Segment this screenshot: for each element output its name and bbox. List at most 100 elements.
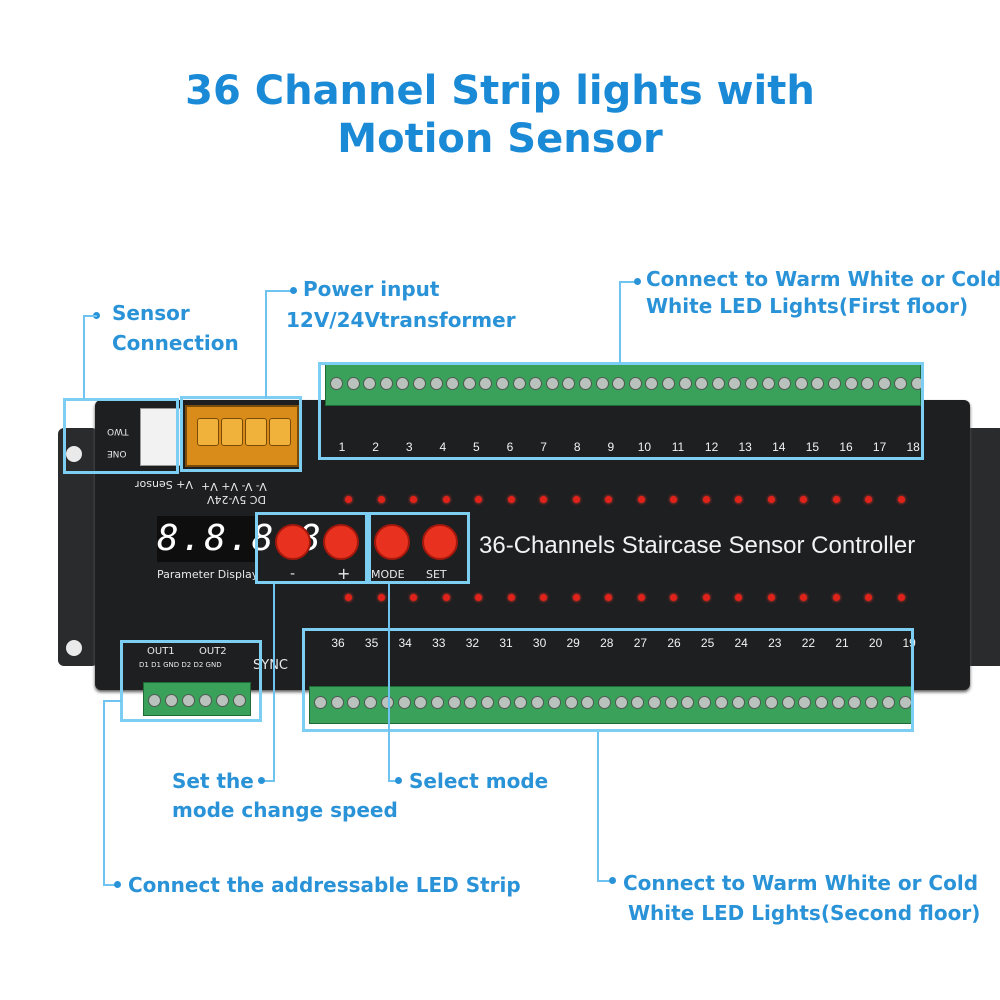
terminal-screw (745, 377, 758, 390)
terminal-screw (612, 377, 626, 390)
terminal-screw (165, 694, 178, 707)
addressable-leader-top (103, 700, 121, 702)
first-floor-channel-7: 7 (540, 440, 547, 454)
power-screw-3 (245, 418, 267, 446)
terminal-screw (731, 696, 745, 709)
display-label: Parameter Display (157, 568, 259, 581)
out2-label: OUT2 (199, 646, 227, 657)
first-floor-channel-11: 11 (671, 440, 685, 454)
terminal-screw (778, 377, 792, 390)
terminal-screw (564, 696, 578, 709)
indicator-led (670, 594, 677, 601)
indicator-led (735, 594, 742, 601)
terminal-screw (877, 377, 891, 390)
indicator-led (345, 496, 352, 503)
terminal-screw (182, 694, 195, 707)
indicator-led (800, 496, 807, 503)
indicator-led (767, 594, 775, 601)
indicator-led (702, 594, 710, 601)
terminal-screw (645, 377, 659, 390)
terminal-screw (698, 696, 712, 709)
speed-leader-dot (258, 777, 265, 784)
second-floor-channel-21: 21 (835, 636, 849, 650)
second-floor-channel-23: 23 (768, 636, 782, 650)
second-floor-channel-22: 22 (801, 636, 816, 650)
terminal-screw (496, 377, 509, 390)
terminal-screw (233, 694, 246, 707)
power-screw-2 (221, 418, 243, 446)
indicator-led (442, 496, 450, 503)
indicator-led (800, 594, 807, 601)
indicator-led (605, 594, 612, 601)
second-floor-channel-34: 34 (398, 636, 412, 650)
first-floor-channel-9: 9 (607, 440, 615, 454)
mode-leader-horizontal (388, 780, 398, 782)
minus-button[interactable] (275, 524, 311, 560)
terminal-screw (664, 696, 678, 709)
first-floor-highlight-box (318, 362, 924, 460)
terminal-screw (464, 696, 478, 709)
terminal-screw (881, 696, 895, 709)
indicator-led (897, 594, 905, 601)
terminal-screw (894, 377, 908, 390)
speed-annotation-line-2: mode change speed (172, 798, 398, 822)
second-floor-channel-20: 20 (868, 636, 883, 650)
second-floor-channel-26: 26 (667, 636, 681, 650)
terminal-screw (529, 377, 543, 390)
first-floor-channel-1: 1 (338, 440, 346, 454)
set-button[interactable] (422, 524, 458, 560)
indicator-led (540, 594, 547, 601)
terminal-screw (711, 377, 725, 390)
first-floor-channel-13: 13 (738, 440, 752, 454)
indicator-led (507, 594, 515, 601)
first-floor-channel-4: 4 (439, 440, 447, 454)
mode-button[interactable] (374, 524, 410, 560)
indicator-led (377, 594, 385, 601)
speed-leader-horizontal (262, 780, 274, 782)
terminal-screw (396, 377, 410, 390)
terminal-screw (865, 696, 879, 709)
terminal-screw (728, 377, 742, 390)
plus-button-label: + (337, 564, 351, 583)
second-floor-channel-29: 29 (566, 636, 580, 650)
terminal-screw (815, 696, 828, 709)
addressable-leader-vertical (103, 700, 105, 886)
indicator-led (605, 496, 612, 503)
terminal-screw (512, 377, 526, 390)
first-floor-channel-17: 17 (872, 440, 887, 454)
terminal-screw (481, 696, 494, 709)
terminal-screw (514, 696, 528, 709)
terminal-screw (844, 377, 858, 390)
indicator-led (507, 496, 515, 503)
terminal-screw (462, 377, 476, 390)
terminal-screw (597, 696, 611, 709)
indicator-led (702, 496, 710, 503)
out1-label: OUT1 (147, 646, 175, 657)
out-pin-labels: D1 D1 GND D2 D2 GND (139, 661, 222, 669)
indicator-led (345, 594, 352, 601)
first-floor-channel-8: 8 (573, 440, 581, 454)
terminal-screw (614, 696, 628, 709)
terminal-screw (413, 377, 426, 390)
indicator-led (637, 496, 645, 503)
second-floor-channel-25: 25 (700, 636, 715, 650)
power-annotation-line-1: Power input (303, 277, 440, 301)
sensor-leader-horizontal (83, 315, 97, 317)
sensor-leader-vertical (83, 315, 85, 399)
terminal-screw (379, 377, 393, 390)
terminal-screw (761, 377, 775, 390)
second-floor-channel-24: 24 (734, 636, 748, 650)
terminal-screw (562, 377, 576, 390)
plus-button[interactable] (323, 524, 359, 560)
addressable-annotation: Connect the addressable LED Strip (128, 873, 521, 897)
second-floor-channel-32: 32 (465, 636, 480, 650)
second-floor-leader-horizontal (597, 880, 611, 882)
first-floor-annotation-line-1: Connect to Warm White or Cold (646, 267, 1000, 291)
indicator-led (670, 496, 677, 503)
indicator-led (572, 594, 580, 601)
indicator-led (865, 496, 872, 503)
second-floor-leader-dot (609, 877, 616, 884)
terminal-screw (430, 696, 444, 709)
second-floor-annotation-line-2: White LED Lights(Second floor) (628, 901, 981, 925)
mode-set-highlight-box (368, 512, 470, 584)
